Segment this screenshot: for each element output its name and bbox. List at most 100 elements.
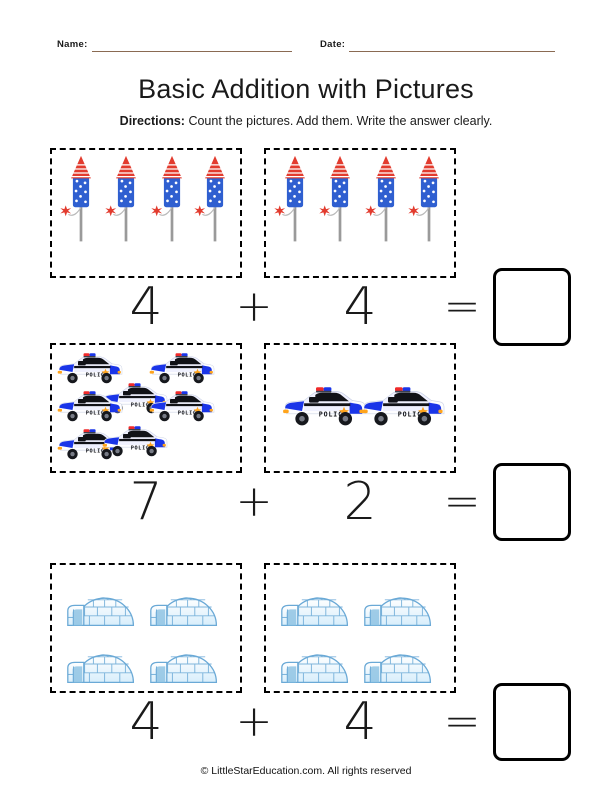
firework-rocket-item (408, 155, 447, 243)
igloo-item (63, 628, 143, 690)
equals-operator: = (443, 696, 481, 747)
footer-copyright: © LittleStarEducation.com. All rights re… (200, 765, 412, 777)
svg-text:POLICE: POLICE (131, 403, 154, 409)
addend-right: 2 (343, 472, 377, 532)
igloo-item (360, 628, 440, 690)
picture-box-right (264, 563, 456, 693)
date-input-line[interactable] (349, 38, 555, 52)
firework-rocket-icon (364, 155, 396, 242)
answer-box[interactable] (493, 683, 571, 761)
firework-rocket-icon (408, 155, 439, 242)
answer-box[interactable] (493, 268, 571, 346)
police-car-item: POLICE (101, 423, 168, 459)
police-car-item: POLICE (281, 383, 366, 429)
plus-operator: + (235, 696, 273, 747)
police-car-icon: POLICE (149, 353, 215, 384)
directions: Directions: Count the pictures. Add them… (0, 114, 612, 128)
police-car-item: POLICE (56, 388, 123, 424)
svg-text:POLICE: POLICE (85, 448, 108, 454)
igloo-icon (364, 654, 432, 684)
firework-rocket-icon (150, 155, 182, 242)
firework-rocket-icon (60, 155, 92, 242)
firework-rocket-icon (319, 155, 351, 242)
name-input-line[interactable] (91, 38, 292, 52)
police-car-icon: POLICE (283, 386, 366, 426)
addend-right: 4 (343, 692, 377, 752)
addend-right: 4 (343, 277, 377, 337)
igloo-icon (150, 597, 218, 627)
police-car-item: POLICE (148, 388, 215, 424)
answer-box[interactable] (493, 463, 571, 541)
date-field[interactable]: Date: (320, 38, 555, 52)
rocket-group-left (52, 150, 240, 276)
police-car-icon: POLICE (102, 426, 168, 457)
police-car-item: POLICE (360, 383, 445, 429)
igloo-item (277, 628, 357, 690)
addend-left: 4 (129, 277, 163, 337)
police-car-group-right: POLICE POLICE (266, 345, 454, 471)
police-car-item: POLICE (56, 350, 123, 386)
picture-box-left (50, 148, 242, 278)
svg-text:POLICE: POLICE (85, 372, 108, 378)
igloo-item (277, 571, 357, 633)
svg-text:POLICE: POLICE (178, 372, 201, 378)
police-car-icon: POLICE (57, 391, 123, 422)
igloo-icon (281, 597, 349, 627)
police-car-group-left: POLICE POLICE (52, 345, 240, 471)
equals-operator: = (443, 476, 481, 527)
svg-text:POLICE: POLICE (178, 410, 201, 416)
igloo-item (63, 571, 143, 633)
police-car-item: POLICE (148, 350, 215, 386)
name-field[interactable]: Name: (57, 38, 292, 52)
police-car-icon: POLICE (57, 353, 123, 384)
problem-row-2: POLICE POLICE (0, 343, 612, 543)
igloo-item (360, 571, 440, 633)
directions-label: Directions: (119, 114, 185, 128)
igloo-group-right (266, 565, 454, 691)
firework-rocket-item (60, 155, 99, 243)
police-car-icon: POLICE (362, 386, 445, 426)
firework-rocket-item (274, 155, 313, 243)
equals-operator: = (443, 281, 481, 332)
header-fields: Name: Date: (57, 38, 555, 52)
igloo-icon (67, 654, 135, 684)
igloo-icon (67, 597, 135, 627)
problem-row-3: 4 + 4 = (0, 563, 612, 763)
igloo-item (146, 628, 226, 690)
picture-box-left: POLICE POLICE (50, 343, 242, 473)
plus-operator: + (235, 476, 273, 527)
igloo-item (146, 571, 226, 633)
page-title: Basic Addition with Pictures (138, 74, 474, 104)
igloo-icon (150, 654, 218, 684)
equation-row-2: 7 + 2 = (0, 469, 612, 535)
firework-rocket-icon (194, 155, 225, 242)
firework-rocket-item (319, 155, 358, 243)
name-label: Name: (57, 39, 88, 50)
picture-box-left (50, 563, 242, 693)
igloo-icon (281, 654, 349, 684)
addend-left: 4 (129, 692, 163, 752)
equation-row-1: 4 + 4 = (0, 274, 612, 340)
svg-text:POLICE: POLICE (131, 446, 154, 452)
police-car-icon: POLICE (149, 391, 215, 422)
rocket-group-right (266, 150, 454, 276)
igloo-group-left (52, 565, 240, 691)
directions-text: Count the pictures. Add them. Write the … (188, 114, 493, 128)
svg-text:POLICE: POLICE (398, 410, 427, 418)
plus-operator: + (235, 281, 273, 332)
picture-box-right (264, 148, 456, 278)
firework-rocket-item (150, 155, 190, 243)
addend-left: 7 (129, 472, 163, 532)
igloo-icon (364, 597, 432, 627)
firework-rocket-item (105, 155, 144, 243)
svg-text:POLICE: POLICE (319, 410, 348, 418)
firework-rocket-item (364, 155, 404, 243)
problem-row-1: 4 + 4 = (0, 148, 612, 348)
svg-text:POLICE: POLICE (85, 410, 108, 416)
equation-row-3: 4 + 4 = (0, 689, 612, 755)
firework-rocket-item (194, 155, 233, 243)
date-label: Date: (320, 39, 346, 50)
firework-rocket-icon (105, 155, 137, 242)
firework-rocket-icon (274, 155, 306, 242)
picture-box-right: POLICE POLICE (264, 343, 456, 473)
